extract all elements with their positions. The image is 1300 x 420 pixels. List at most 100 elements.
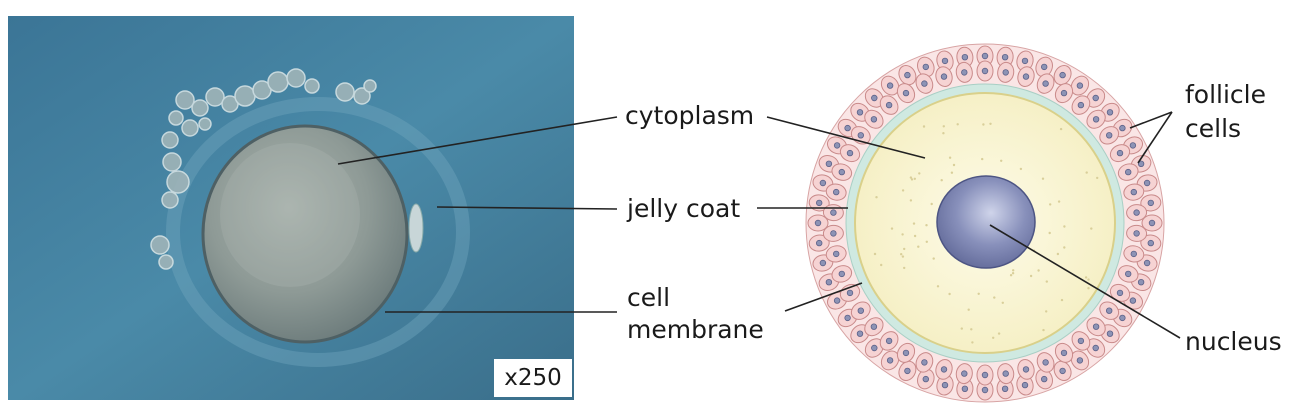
pointer-nucleus	[989, 224, 1181, 339]
photo-follicle-clumps	[150, 68, 377, 270]
follicle-cell-nucleus	[1137, 160, 1145, 167]
cytoplasm-granule	[901, 189, 905, 192]
follicle-cell-nucleus	[844, 314, 851, 322]
egg-diagram	[805, 43, 1165, 403]
label-follicle-line1: follicle	[1185, 80, 1267, 109]
follicle-cell-nucleus	[1129, 297, 1137, 304]
cytoplasm-granule	[880, 263, 883, 267]
follicle-cell-nucleus	[830, 230, 837, 237]
follicle-cell-nucleus	[1076, 357, 1084, 364]
follicle-cell-nucleus	[961, 370, 968, 377]
follicle-cell-nucleus	[1076, 82, 1084, 89]
cytoplasm-granule	[948, 156, 952, 159]
follicle-cell-nucleus	[1022, 73, 1030, 80]
follicle-cell-nucleus	[814, 219, 822, 227]
cytoplasm-granule	[1063, 225, 1066, 228]
cytoplasm-granule	[1009, 274, 1013, 277]
cytoplasm-granule	[1087, 287, 1090, 290]
cytoplasm-granule	[901, 255, 905, 258]
cytoplasm-granule	[925, 224, 928, 227]
follicle-cell-nucleus	[1147, 199, 1154, 207]
follicle-cell-nucleus	[886, 357, 894, 364]
follicle-cell-nucleus	[846, 289, 854, 297]
cytoplasm-granule	[977, 292, 980, 295]
cytoplasm-granule	[942, 125, 945, 128]
follicle-cell-nucleus	[838, 270, 845, 278]
follicle-cell-nucleus	[871, 344, 878, 352]
follicle-cell-nucleus	[922, 375, 929, 383]
follicle-cell-nucleus	[1143, 179, 1151, 187]
cytoplasm-granule	[936, 285, 940, 288]
cytoplasm-granule	[1096, 176, 1099, 180]
cytoplasm-granule	[942, 132, 945, 135]
follicle-cell-nucleus	[819, 179, 827, 187]
follicle-cell-nucleus	[981, 371, 989, 379]
pointer-follicle-1	[1129, 111, 1173, 129]
cytoplasm-granule	[1056, 252, 1060, 256]
follicle-cell-nucleus	[838, 168, 845, 176]
follicle-cell-nucleus	[870, 116, 878, 123]
follicle-cell-nucleus	[1133, 230, 1140, 237]
follicle-cell-nucleus	[1124, 168, 1132, 176]
follicle-cell-nucleus	[1130, 188, 1137, 196]
cytoplasm-granule	[875, 196, 878, 199]
follicle-cell-nucleus	[902, 89, 910, 97]
cytoplasm-granule	[992, 336, 995, 339]
follicle-cell-nucleus	[819, 259, 827, 267]
follicle-cell-nucleus	[922, 63, 929, 71]
follicle-cell-nucleus	[981, 386, 989, 394]
follicle-cell-nucleus	[1137, 279, 1145, 286]
cytoplasm-granule	[1012, 269, 1015, 272]
follicle-cell-nucleus	[1021, 381, 1029, 389]
label-nucleus: nucleus	[1185, 327, 1282, 356]
label-follicle-line2: cells	[1185, 114, 1242, 143]
cytoplasm-granule	[1049, 203, 1052, 206]
follicle-cell-nucleus	[833, 142, 841, 149]
cytoplasm-granule	[982, 123, 985, 126]
photo-pointer-lines	[337, 116, 618, 313]
follicle-cell-nucleus	[981, 67, 989, 75]
cytoplasm-granule	[930, 202, 933, 206]
cytoplasm-granule	[967, 308, 970, 311]
follicle-cell-nucleus	[816, 239, 823, 247]
follicle-cell-nucleus	[1059, 71, 1066, 79]
cytoplasm-granule	[1090, 227, 1093, 230]
follicle-cell-nucleus	[1106, 109, 1114, 116]
pointer-follicle-2	[1137, 111, 1173, 164]
pointer-jelly-coat-photo	[436, 206, 618, 210]
cytoplasm-granule	[1057, 200, 1061, 203]
follicle-cell-nucleus	[1106, 330, 1114, 337]
cytoplasm-granule	[971, 341, 974, 344]
follicle-cell-nucleus	[844, 124, 851, 132]
follicle-cell-nucleus	[1116, 289, 1124, 297]
cytoplasm-granule	[948, 292, 951, 296]
cytoplasm-granule	[910, 178, 914, 181]
cytoplasm-granule	[903, 247, 906, 251]
follicle-cell-nucleus	[1092, 344, 1099, 352]
follicle-cell-nucleus	[885, 101, 893, 109]
follicle-cell-nucleus	[1092, 323, 1100, 330]
cytoplasm-granule	[917, 245, 920, 248]
follicle-cell-nucleus	[1042, 359, 1049, 366]
follicle-cell-nucleus	[1002, 370, 1009, 377]
follicle-cell-nucleus	[1002, 69, 1009, 76]
follicle-cell-nucleus	[1060, 349, 1068, 357]
cytoplasm-granule	[873, 252, 877, 256]
follicle-cell-nucleus	[1148, 219, 1156, 227]
label-cell-membrane-line1: cell	[627, 283, 671, 312]
cytoplasm-granule	[1041, 177, 1045, 180]
follicle-cell-nucleus	[857, 132, 864, 139]
pointer-cytoplasm	[337, 116, 618, 165]
follicle-cell-nucleus	[1130, 250, 1137, 258]
cytoplasm-granule	[1037, 269, 1040, 272]
follicle-cell-nucleus	[961, 385, 969, 392]
follicle-cell-nucleus	[1143, 259, 1151, 267]
diagram-pointer-lines	[757, 111, 1181, 339]
cytoplasm-granule	[952, 163, 956, 167]
nucleus-shape	[936, 175, 1036, 269]
cytoplasm-granule	[903, 266, 906, 270]
cytoplasm-granule	[993, 296, 996, 299]
cytoplasm-granule	[1059, 127, 1063, 131]
follicle-cell-nucleus	[1077, 101, 1085, 109]
cytoplasm-granule	[997, 332, 1001, 335]
